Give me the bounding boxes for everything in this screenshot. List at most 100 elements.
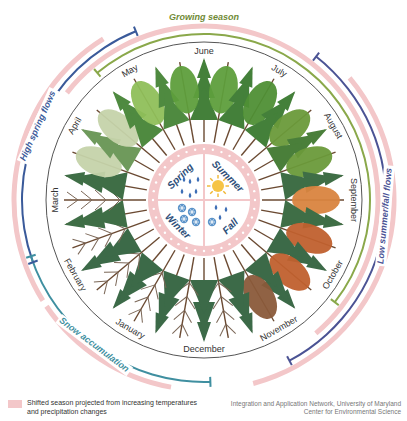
ring-dot (153, 190, 155, 192)
credit-note: Integration and Application Network, Uni… (211, 400, 401, 416)
ring-dot (155, 181, 157, 183)
raindrop (189, 179, 192, 185)
sun-ray (210, 178, 212, 180)
month-label: December (183, 345, 225, 354)
bare-branch (219, 281, 232, 294)
arc-end-tick (209, 377, 211, 387)
snowflake-arm (183, 216, 186, 221)
season-arc (289, 56, 387, 362)
arc-end-tick (134, 27, 138, 36)
bare-branch (67, 200, 78, 208)
tree (166, 60, 208, 146)
arc-end-tick (26, 255, 36, 258)
ring-dot (155, 216, 157, 218)
sun (212, 180, 224, 192)
sun-ray (226, 185, 230, 186)
ring-dot (159, 224, 161, 226)
legend-swatch (8, 400, 22, 408)
conifer-crown (218, 270, 256, 312)
arc-end-tick (313, 53, 319, 61)
month-ring (46, 42, 362, 358)
ring-dot (254, 199, 256, 201)
conifer-crown (98, 228, 141, 269)
month-circle (46, 42, 362, 358)
bare-branch (121, 263, 136, 278)
ring-dot (220, 247, 222, 249)
bare-branch (67, 192, 78, 200)
tree-trunk (214, 257, 228, 338)
arc-end-tick (94, 69, 100, 77)
raindrop (225, 207, 228, 213)
snowflake (208, 218, 216, 226)
tree (62, 196, 150, 238)
sun-ray (223, 191, 225, 193)
ring-dot (164, 166, 166, 168)
ring-dot (228, 243, 230, 245)
bare-branch (109, 200, 120, 211)
conifer-crown (89, 200, 127, 233)
flow-label: High spring flows (17, 87, 59, 164)
snowflake-arm (191, 209, 194, 214)
bare-branch (104, 265, 118, 279)
bare-branch (157, 273, 172, 288)
month-label: October (321, 258, 345, 290)
bare-branch (174, 309, 185, 321)
month-label: June (194, 47, 214, 56)
bare-branch (94, 275, 108, 288)
bare-branch (85, 230, 98, 242)
snowflake (188, 208, 196, 216)
bare-branch (135, 292, 148, 306)
tree (74, 217, 161, 283)
ring-dot (185, 151, 187, 153)
tree-trunk (180, 257, 194, 338)
ring-dot (212, 249, 214, 251)
sun-ray (210, 191, 212, 193)
season-arc (12, 37, 105, 302)
snowflake-arm (211, 219, 214, 224)
bare-branch (183, 310, 194, 322)
ring-dot (170, 238, 172, 240)
bare-branch (73, 236, 86, 247)
raindrop (181, 189, 184, 195)
tree (64, 189, 146, 211)
season-label: Growing season (167, 12, 241, 23)
ring-dot (251, 181, 253, 183)
ring-dot (203, 148, 205, 150)
ring-dot (236, 160, 238, 162)
bare-branch (110, 272, 124, 286)
sun-ray (207, 185, 211, 186)
tree (169, 255, 205, 340)
ring-dot (152, 199, 154, 201)
month-label: February (62, 257, 88, 293)
bare-branch (131, 254, 146, 269)
sun-ray (217, 175, 218, 179)
bare-branch (95, 200, 106, 210)
ring-dot (194, 249, 196, 251)
bare-branch (143, 297, 156, 311)
season-arc (44, 305, 171, 390)
snowflake (178, 204, 186, 212)
ring-dot (251, 216, 253, 218)
ring-dot (177, 155, 179, 157)
ring-dot (236, 238, 238, 240)
season-arc (30, 256, 210, 383)
month-label: January (113, 317, 145, 341)
ring-dot (247, 173, 249, 175)
arc-end-tick (28, 261, 37, 264)
ring-dot (159, 173, 161, 175)
bare-branch (129, 305, 141, 319)
quadrant-divider (158, 199, 250, 201)
season-arc (21, 30, 136, 262)
month-label: August (322, 111, 344, 140)
bare-branch (172, 323, 182, 335)
bare-branch (223, 309, 234, 321)
bare-branch (75, 243, 88, 254)
ring-dot (185, 247, 187, 249)
snowflake-arm (183, 216, 186, 221)
ring-dot (177, 243, 179, 245)
bare-branch (188, 283, 201, 296)
tree (262, 186, 344, 214)
ring-dot (203, 250, 205, 252)
bare-branch (180, 324, 190, 336)
ring-dot (242, 232, 244, 234)
